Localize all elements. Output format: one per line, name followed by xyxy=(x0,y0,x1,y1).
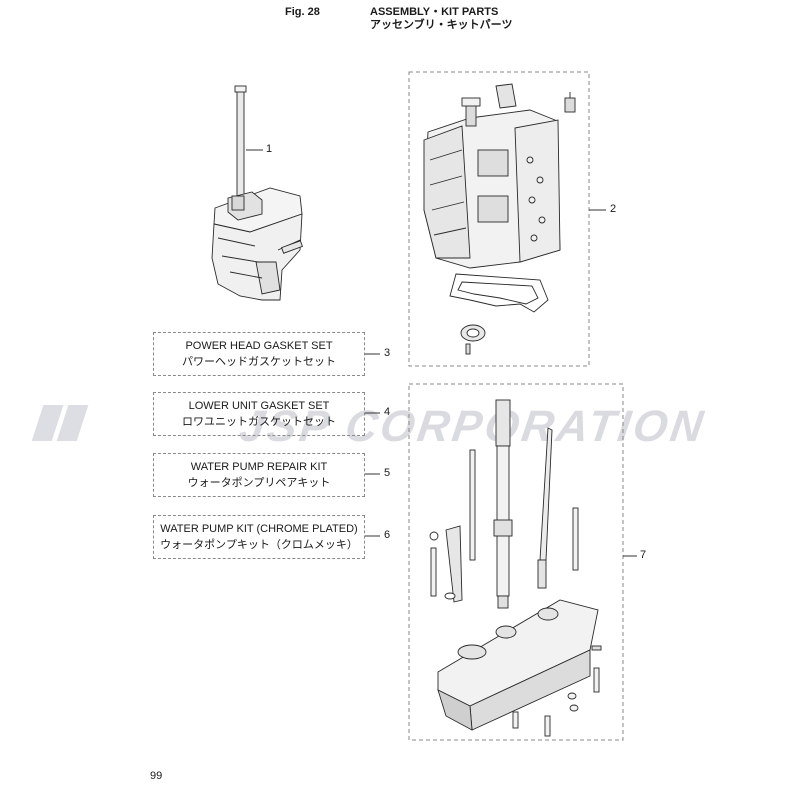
callout-7: 7 xyxy=(640,549,647,561)
page-title: ASSEMBLY・KIT PARTS xyxy=(370,6,499,18)
callout-2: 2 xyxy=(610,203,617,215)
callout-6: 6 xyxy=(384,529,391,541)
kit-name-ja: ウォータポンプリペアキット xyxy=(187,477,331,489)
callout-4: 4 xyxy=(384,406,391,418)
kit-name-en: LOWER UNIT GASKET SET xyxy=(188,400,330,412)
callout-1: 1 xyxy=(266,143,273,155)
kit-name-ja: ロワユニットガスケットセット xyxy=(182,416,336,428)
kit-name-en: POWER HEAD GASKET SET xyxy=(185,340,333,352)
callout-5: 5 xyxy=(384,467,391,479)
kit-name-en: WATER PUMP REPAIR KIT xyxy=(190,461,328,473)
lower-unit-drawing xyxy=(211,85,303,301)
kit-box-water-pump-kit-chrome-plated: WATER PUMP KIT (CHROME PLATED) ウォータポンプキッ… xyxy=(153,515,365,559)
page-number: 99 xyxy=(150,770,163,782)
kit-box-water-pump-repair-kit: WATER PUMP REPAIR KIT ウォータポンプリペアキット xyxy=(153,453,365,497)
figure-number: Fig. 28 xyxy=(285,6,320,18)
kit-name-en: WATER PUMP KIT (CHROME PLATED) xyxy=(160,523,358,535)
page-title-japanese: アッセンブリ・キットパーツ xyxy=(370,19,513,31)
kit-name-ja: パワーヘッドガスケットセット xyxy=(182,356,336,368)
kit-name-ja: ウォータポンプキット（クロムメッキ） xyxy=(160,539,358,551)
power-head-frame xyxy=(408,71,590,367)
drive-shaft-assembly-drawing xyxy=(429,399,602,737)
kit-box-power-head-gasket-set: POWER HEAD GASKET SET パワーヘッドガスケットセット xyxy=(153,332,365,376)
shaft-assembly-frame xyxy=(408,383,624,741)
callout-3: 3 xyxy=(384,347,391,359)
power-head-drawing xyxy=(423,83,576,355)
kit-box-lower-unit-gasket-set: LOWER UNIT GASKET SET ロワユニットガスケットセット xyxy=(153,392,365,436)
